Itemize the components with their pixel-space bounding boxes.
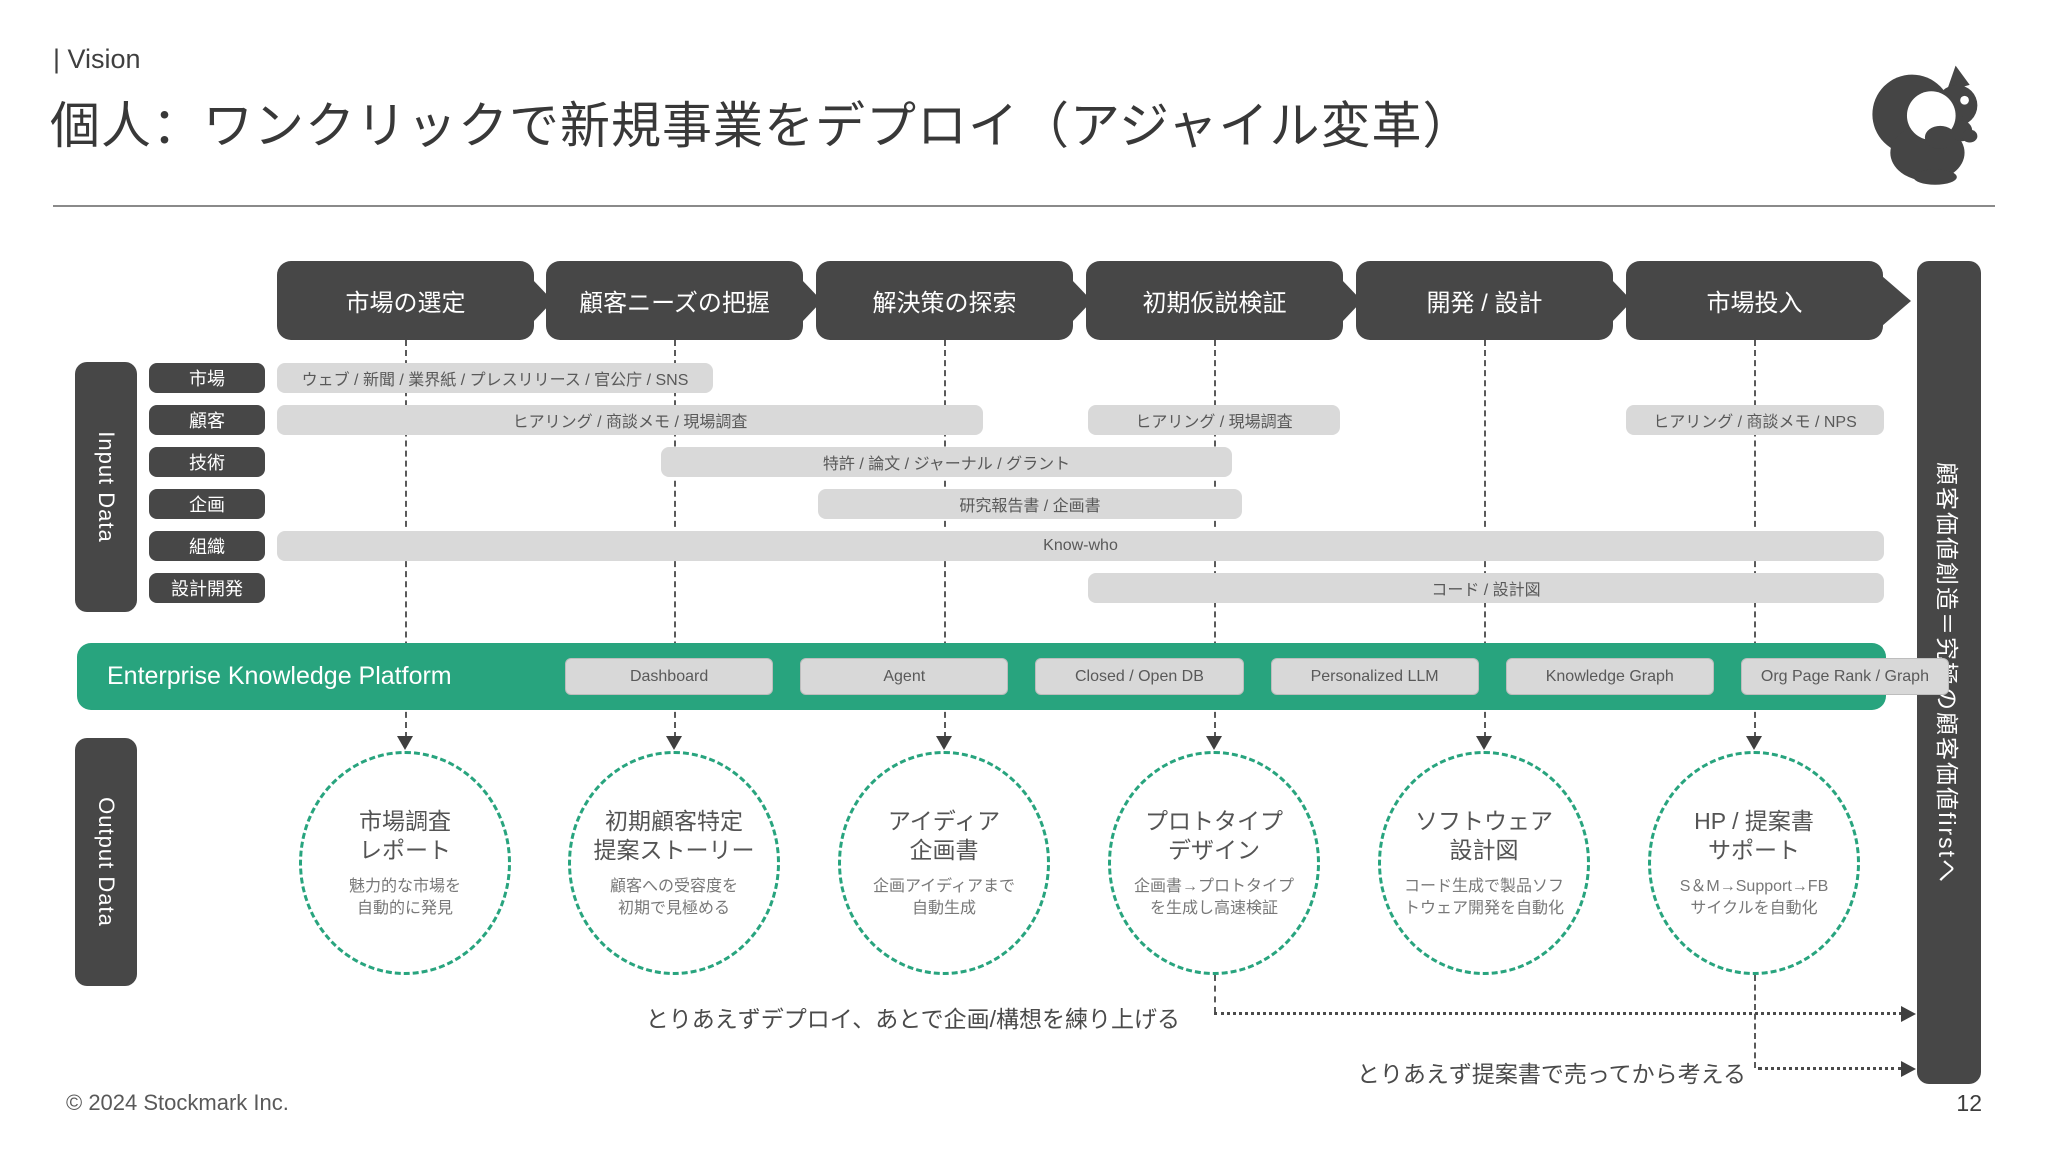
stage-development-design: 開発 / 設計 [1356, 261, 1613, 340]
output-desc: S＆M→Support→FB サイクルを自動化 [1679, 878, 1829, 917]
output-desc: 企画書→プロトタイプ を生成し高速検証 [1133, 878, 1294, 917]
source-bar-label: Know-who [1043, 537, 1118, 554]
output-idea-proposal: アイディア 企画書 企画アイディアまで 自動生成 [838, 751, 1050, 975]
stage-market-selection: 市場の選定 [277, 261, 534, 340]
category-label: 技術 [189, 453, 225, 473]
category-planning: 企画 [149, 489, 265, 519]
platform-label: Enterprise Knowledge Platform [107, 662, 452, 690]
source-bar-label: コード / 設計図 [1431, 582, 1541, 599]
category-technology: 技術 [149, 447, 265, 477]
stage-label: 市場の選定 [345, 290, 466, 317]
module-label: Agent [883, 667, 926, 685]
module-label: Dashboard [629, 667, 709, 685]
arrow-down-icon [1476, 736, 1492, 750]
output-market-research-report: 市場調査 レポート 魅力的な市場を 自動的に発見 [299, 751, 511, 975]
output-title: HP / 提案書 サポート [1694, 807, 1814, 864]
platform-modules: Dashboard Agent Closed / Open DB Persona… [565, 658, 1950, 695]
deploy-note: とりあえずデプロイ、あとで企画/構想を練り上げる [645, 1006, 1180, 1032]
module-dashboard: Dashboard [565, 658, 774, 695]
source-bar-code-design: コード / 設計図 [1088, 573, 1884, 603]
source-bar-hearing-field: ヒアリング / 現場調査 [1088, 405, 1340, 435]
source-bar-label: ウェブ / 新聞 / 業界紙 / プレスリリース / 官公庁 / SNS [301, 372, 689, 389]
output-title: アイディア 企画書 [887, 807, 1001, 864]
source-bar-label: ヒアリング / 商談メモ / 現場調査 [512, 414, 748, 431]
deploy-flow-arrow [1214, 1006, 1916, 1022]
output-software-blueprint: ソフトウェア 設計図 コード生成で製品ソフ トウェア開発を自動化 [1378, 751, 1590, 975]
arrow-down-icon [666, 736, 682, 750]
module-label: Knowledge Graph [1545, 667, 1674, 685]
stage-solution-search: 解決策の探索 [816, 261, 1073, 340]
source-bar-web: ウェブ / 新聞 / 業界紙 / プレスリリース / 官公庁 / SNS [277, 363, 713, 393]
output-data-banner: Output Data [75, 738, 137, 986]
module-label: Org Page Rank / Graph [1760, 667, 1929, 685]
copyright: © 2024 Stockmark Inc. [66, 1090, 289, 1115]
stage-market-launch: 市場投入 [1626, 261, 1883, 340]
output-initial-customer-story: 初期顧客特定 提案ストーリー 顧客への受容度を 初期で見極める [568, 751, 780, 975]
output-desc: 企画アイディアまで 自動生成 [872, 878, 1016, 917]
source-bar-label: ヒアリング / 現場調査 [1135, 414, 1293, 431]
module-agent: Agent [800, 658, 1009, 695]
input-data-banner: Input Data [75, 362, 137, 612]
source-bar-label: ヒアリング / 商談メモ / NPS [1653, 414, 1857, 431]
output-hp-proposal-support: HP / 提案書 サポート S＆M→Support→FB サイクルを自動化 [1648, 751, 1860, 975]
output-desc: 顧客への受容度を 初期で見極める [609, 878, 738, 917]
module-label: Closed / Open DB [1074, 667, 1204, 685]
output-desc: 魅力的な市場を 自動的に発見 [348, 878, 461, 917]
page-number: 12 [1956, 1090, 1982, 1116]
input-data-label: Input Data [94, 431, 120, 543]
enterprise-knowledge-platform-bar: Enterprise Knowledge Platform Dashboard … [77, 643, 1950, 710]
category-label: 設計開発 [171, 579, 243, 599]
flow-drop-line [1754, 975, 1756, 1068]
category-label: 企画 [189, 495, 225, 515]
squirrel-logo-icon [1872, 65, 1978, 185]
output-desc: コード生成で製品ソフ トウェア開発を自動化 [1403, 878, 1564, 917]
module-closed-open-db: Closed / Open DB [1035, 658, 1244, 695]
stage-label: 市場投入 [1706, 290, 1803, 317]
page-title: 個人：ワンクリックで新規事業をデプロイ（アジャイル変革） [50, 98, 1474, 154]
source-bar-hearing-nps: ヒアリング / 商談メモ / NPS [1626, 405, 1884, 435]
sell-flow-arrow [1758, 1061, 1916, 1077]
module-knowledge-graph: Knowledge Graph [1505, 658, 1714, 695]
stage-label: 顧客ニーズの把握 [579, 290, 770, 317]
flow-drop-line [1214, 975, 1216, 1013]
category-market: 市場 [149, 363, 265, 393]
category-label: 市場 [189, 369, 225, 389]
stage-customer-needs: 顧客ニーズの把握 [546, 261, 803, 340]
category-label: 組織 [189, 537, 225, 557]
arrow-down-icon [397, 736, 413, 750]
source-bar-label: 研究報告書 / 企画書 [959, 498, 1101, 515]
source-bar-know-who: Know-who [277, 531, 1884, 561]
stage-hypothesis-test: 初期仮説検証 [1086, 261, 1343, 340]
arrow-down-icon [1746, 736, 1762, 750]
output-title: プロトタイプ デザイン [1145, 807, 1283, 864]
module-label: Personalized LLM [1310, 667, 1439, 685]
arrow-down-icon [1206, 736, 1222, 750]
module-personalized-llm: Personalized LLM [1270, 658, 1479, 695]
output-title: 市場調査 レポート [359, 807, 451, 864]
output-data-label: Output Data [94, 797, 120, 927]
category-organization: 組織 [149, 531, 265, 561]
source-bar-patents: 特許 / 論文 / ジャーナル / グラント [661, 447, 1232, 477]
module-org-page-rank: Org Page Rank / Graph [1740, 658, 1950, 695]
section-label: | Vision [53, 44, 141, 74]
source-bar-hearing-memo: ヒアリング / 商談メモ / 現場調査 [277, 405, 983, 435]
stage-label: 開発 / 設計 [1426, 290, 1543, 317]
stage-label: 解決策の探索 [872, 290, 1017, 317]
output-title: 初期顧客特定 提案ストーリー [593, 807, 755, 864]
category-label: 顧客 [189, 411, 225, 431]
stage-label: 初期仮説検証 [1142, 290, 1287, 317]
sell-note: とりあえず提案書で売ってから考える [1356, 1061, 1746, 1087]
category-customer: 顧客 [149, 405, 265, 435]
source-bar-research-report: 研究報告書 / 企画書 [818, 489, 1242, 519]
category-design-dev: 設計開発 [149, 573, 265, 603]
source-bar-label: 特許 / 論文 / ジャーナル / グラント [822, 456, 1071, 473]
output-title: ソフトウェア 設計図 [1415, 807, 1553, 864]
arrow-down-icon [936, 736, 952, 750]
output-prototype-design: プロトタイプ デザイン 企画書→プロトタイプ を生成し高速検証 [1108, 751, 1320, 975]
title-divider [53, 205, 1995, 207]
